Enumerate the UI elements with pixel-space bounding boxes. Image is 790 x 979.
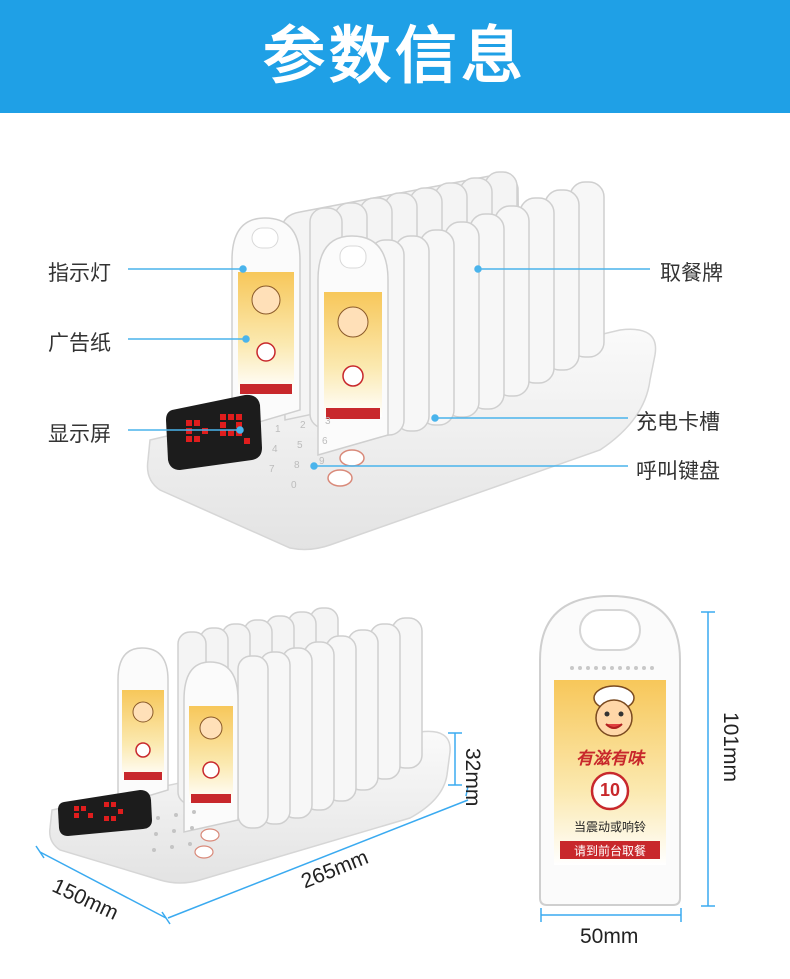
svg-text:4: 4 (272, 444, 278, 455)
svg-text:6: 6 (322, 436, 328, 447)
svg-text:5: 5 (297, 440, 303, 451)
pager-line2: 请到前台取餐 (573, 844, 646, 858)
single-pager (539, 594, 681, 906)
callout-pickup-pager: 取餐牌 (660, 262, 723, 285)
pager-number: 10 (599, 780, 621, 800)
keypad-large: 1 2 3 4 5 6 7 8 9 0 (269, 416, 331, 491)
pager-brand-text: 有滋有味 (576, 749, 644, 768)
svg-text:1: 1 (275, 424, 281, 435)
svg-text:9: 9 (319, 456, 325, 467)
callout-ad-paper: 广告纸 (48, 332, 111, 355)
leader-lines (128, 265, 650, 470)
dimension-pager-width: 50mm (580, 925, 639, 948)
callout-call-keypad: 呼叫键盘 (636, 460, 720, 483)
pager-line1: 当震动或响铃 (573, 820, 646, 834)
led-display-large (166, 394, 262, 470)
dimension-height-base: 32mm (461, 748, 484, 807)
dimension-lines-station (35, 732, 469, 925)
chef-illustration (593, 685, 635, 737)
svg-text:8: 8 (294, 460, 300, 471)
pager-number-circle (590, 771, 630, 811)
dimension-lines-pager (540, 611, 715, 922)
callout-indicator-light: 指示灯 (48, 262, 111, 285)
callout-display-screen: 显示屏 (48, 423, 111, 446)
svg-text:0: 0 (291, 480, 297, 491)
dimension-pager-height: 101mm (719, 712, 742, 783)
front-pager-right (317, 235, 389, 456)
callout-charging-slot: 充电卡槽 (636, 411, 720, 434)
header-banner (0, 0, 790, 113)
station-small (48, 607, 451, 884)
svg-text:3: 3 (325, 416, 331, 427)
front-pager-left (231, 217, 301, 432)
svg-text:2: 2 (300, 420, 306, 431)
svg-text:7: 7 (269, 464, 275, 475)
pager-notice-bar (560, 841, 660, 859)
page-title: 参数信息 (262, 22, 527, 91)
station-large: 1 2 3 4 5 6 7 8 9 0 (146, 171, 657, 551)
